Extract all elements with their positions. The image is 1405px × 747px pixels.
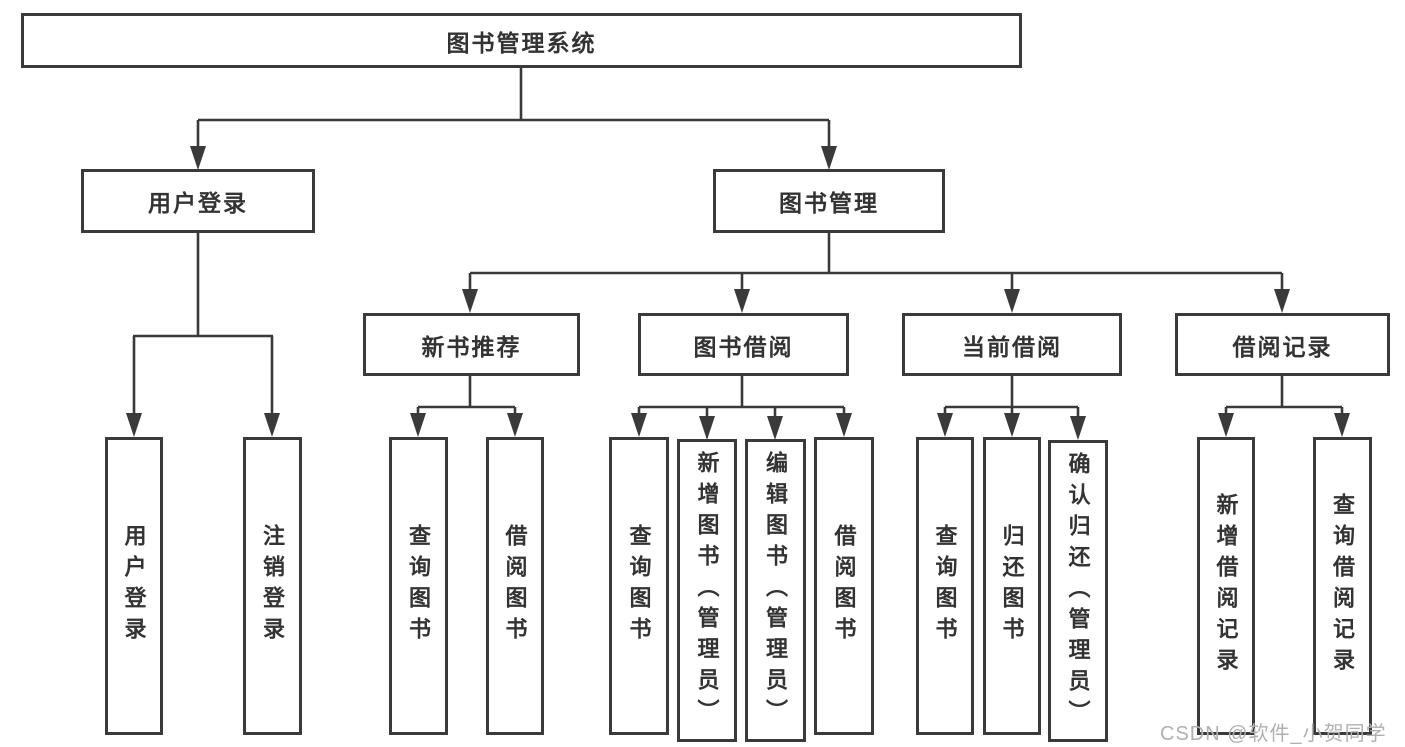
- leaf-add-books-admin: 新增图书（管理员）: [677, 439, 737, 742]
- leaf-label: 编辑图书（管理员）: [763, 451, 789, 730]
- leaf-query-books-borrow: 查询图书: [609, 437, 669, 735]
- csdn-watermark: CSDN @软件_小贺同学: [1160, 723, 1387, 745]
- leaf-label: 归还图书: [999, 524, 1025, 648]
- node-book-borrowing: 图书借阅: [638, 313, 849, 376]
- leaf-user-login: 用户登录: [105, 437, 163, 735]
- node-borrow-records: 借阅记录: [1175, 313, 1390, 376]
- node-label: 图书管理: [779, 190, 879, 216]
- leaf-label: 用户登录: [121, 524, 147, 648]
- leaf-return-books: 归还图书: [983, 437, 1041, 735]
- node-book-management: 图书管理: [713, 169, 945, 233]
- leaf-label: 查询借阅记录: [1330, 493, 1356, 679]
- leaf-query-books-recommend: 查询图书: [389, 437, 448, 735]
- node-label: 图书管理系统: [446, 29, 597, 56]
- leaf-edit-books-admin: 编辑图书（管理员）: [745, 439, 806, 742]
- leaf-logout: 注销登录: [243, 437, 302, 735]
- node-label: 当前借阅: [962, 333, 1062, 360]
- leaf-borrow-books: 借阅图书: [814, 437, 874, 735]
- leaf-add-borrow-record: 新增借阅记录: [1197, 437, 1255, 735]
- node-library-management-system: 图书管理系统: [21, 13, 1022, 68]
- node-label: 图书借阅: [693, 333, 794, 360]
- leaf-label: 注销登录: [260, 524, 286, 648]
- leaf-confirm-return-admin: 确认归还（管理员）: [1048, 440, 1108, 742]
- leaf-query-borrow-record: 查询借阅记录: [1313, 437, 1372, 735]
- leaf-label: 借阅图书: [831, 524, 857, 648]
- leaf-label: 新增图书（管理员）: [694, 451, 720, 730]
- node-label: 新书推荐: [421, 333, 522, 360]
- leaf-label: 查询图书: [406, 524, 432, 648]
- node-current-borrowing: 当前借阅: [902, 313, 1122, 376]
- leaf-label: 新增借阅记录: [1213, 493, 1239, 679]
- node-user-login: 用户登录: [81, 169, 315, 233]
- node-label: 借阅记录: [1232, 333, 1333, 360]
- leaf-label: 确认归还（管理员）: [1065, 451, 1091, 731]
- leaf-label: 查询图书: [626, 524, 652, 648]
- node-new-book-recommend: 新书推荐: [363, 313, 580, 376]
- leaf-label: 借阅图书: [502, 524, 528, 648]
- node-label: 用户登录: [148, 190, 248, 216]
- leaf-label: 查询图书: [932, 524, 958, 648]
- leaf-borrow-books-recommend: 借阅图书: [486, 437, 544, 735]
- leaf-query-books-current: 查询图书: [916, 437, 974, 735]
